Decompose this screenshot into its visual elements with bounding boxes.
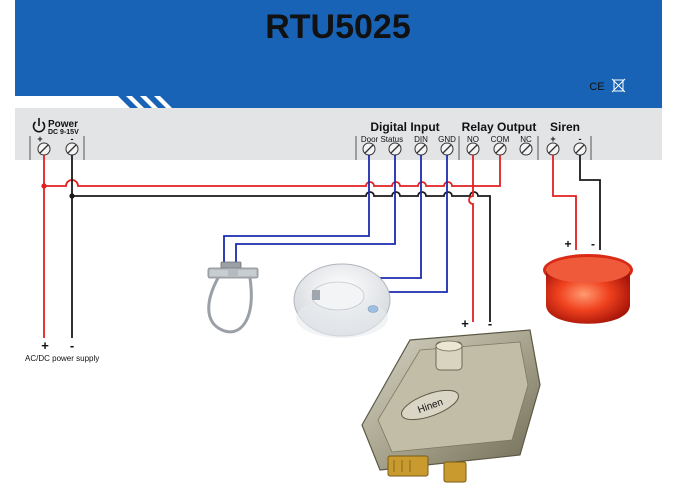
din-label: DIN bbox=[414, 135, 428, 144]
digital-input-terminal-block: Digital Input Door Status DIN GND bbox=[355, 120, 460, 160]
power-plus-label: + bbox=[37, 134, 42, 144]
relay-no-terminal-screw-icon bbox=[466, 142, 480, 156]
gnd-terminal-screw-icon bbox=[440, 142, 454, 156]
power-supply-labels: + - AC/DC power supply bbox=[25, 338, 99, 363]
power-plus-terminal-screw-icon bbox=[37, 142, 51, 156]
siren-minus-wire bbox=[579, 155, 601, 250]
siren-terminal-block: Siren + - bbox=[546, 120, 592, 160]
relay-com-terminal-screw-icon bbox=[493, 142, 507, 156]
smoke-detector-din-wire bbox=[372, 155, 422, 279]
din-terminal-screw-icon bbox=[414, 142, 428, 156]
digital-input-label: Digital Input bbox=[370, 120, 439, 134]
door-sensor-wire-a bbox=[223, 155, 370, 262]
relay-output-terminal-block: Relay Output NO COM NC bbox=[462, 120, 539, 160]
smoke-detector bbox=[293, 263, 391, 338]
relay-com-label: COM bbox=[491, 135, 510, 144]
power-minus-label: - bbox=[71, 134, 74, 144]
door-status-a-terminal-screw-icon bbox=[362, 142, 376, 156]
power-supply-label: AC/DC power supply bbox=[25, 354, 99, 363]
gnd-label: GND bbox=[438, 135, 456, 144]
terminal-bar bbox=[15, 108, 662, 160]
smoke-detector-gnd-wire bbox=[380, 155, 448, 293]
door-status-b-terminal-screw-icon bbox=[388, 142, 402, 156]
relay-nc-label: NC bbox=[520, 135, 532, 144]
relay-no-label: NO bbox=[467, 135, 479, 144]
relay-nc-terminal-screw-icon bbox=[519, 142, 533, 156]
door-status-label: Door Status bbox=[361, 135, 403, 144]
minus-junction-dot bbox=[69, 193, 75, 199]
electric-lock: + - Hinen bbox=[361, 316, 541, 483]
ce-mark: CE bbox=[589, 81, 604, 93]
siren-plus-label: + bbox=[550, 134, 555, 144]
relay-no-to-lock-wire bbox=[468, 155, 474, 322]
power-voltage-label: DC 9-15V bbox=[48, 129, 79, 136]
relay-output-label: Relay Output bbox=[462, 120, 537, 134]
header: RTU5025 CE bbox=[15, 0, 662, 108]
siren-device: + - bbox=[543, 237, 633, 324]
power-minus-terminal-screw-icon bbox=[65, 142, 79, 156]
door-magnetic-sensor bbox=[207, 261, 259, 334]
weee-bin-icon bbox=[611, 78, 626, 93]
power-icon bbox=[32, 118, 46, 133]
plus-junction-dot bbox=[41, 183, 47, 189]
lock-plus-label: + bbox=[461, 316, 469, 331]
siren-minus-terminal-screw-icon bbox=[573, 142, 587, 156]
siren-label: Siren bbox=[550, 120, 580, 134]
siren-minus-label: - bbox=[579, 134, 582, 144]
siren-device-minus-label: - bbox=[591, 237, 595, 251]
ground-to-lock-wire bbox=[72, 191, 491, 322]
page-title: RTU5025 bbox=[265, 8, 411, 46]
door-sensor-wire-b bbox=[235, 155, 396, 262]
power-label: Power bbox=[48, 119, 78, 130]
supply-minus-label: - bbox=[70, 338, 74, 353]
siren-plus-terminal-screw-icon bbox=[546, 142, 560, 156]
siren-device-plus-label: + bbox=[564, 237, 571, 251]
wires bbox=[43, 155, 601, 338]
siren-plus-wire bbox=[552, 155, 577, 250]
lock-minus-label: - bbox=[488, 316, 492, 331]
supply-plus-label: + bbox=[41, 338, 49, 353]
